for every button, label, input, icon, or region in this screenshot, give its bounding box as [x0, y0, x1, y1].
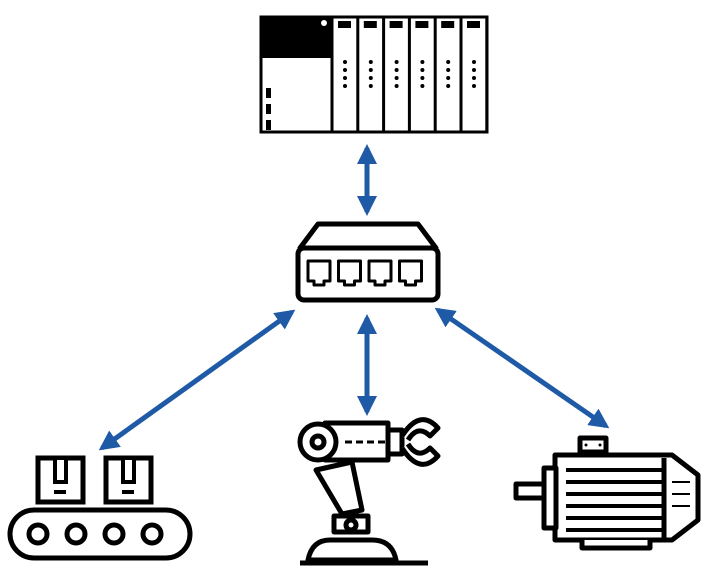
- switch-port: [306, 259, 332, 287]
- robot-arm-icon: [297, 417, 441, 566]
- plc-module: [415, 17, 437, 132]
- switch-ports: [306, 259, 423, 287]
- switch-port: [367, 259, 393, 287]
- connection-arrows: [98, 144, 610, 451]
- electric-motor-icon: [513, 435, 701, 551]
- plc-rack-icon: [259, 15, 489, 134]
- switch-port: [337, 259, 362, 287]
- plc-module: [363, 17, 386, 132]
- plc-module: [338, 17, 360, 132]
- bidirectional-arrow-switch-conveyor: [98, 309, 296, 451]
- plc-io-modules: [338, 17, 489, 132]
- bidirectional-arrow-switch-motor: [434, 307, 610, 429]
- switch-port: [398, 259, 423, 287]
- conveyor-belt-icon: [7, 455, 193, 561]
- plc-module: [389, 17, 411, 132]
- network-switch-icon: [295, 221, 441, 303]
- plc-module: [441, 17, 463, 132]
- plc-module: [467, 17, 489, 132]
